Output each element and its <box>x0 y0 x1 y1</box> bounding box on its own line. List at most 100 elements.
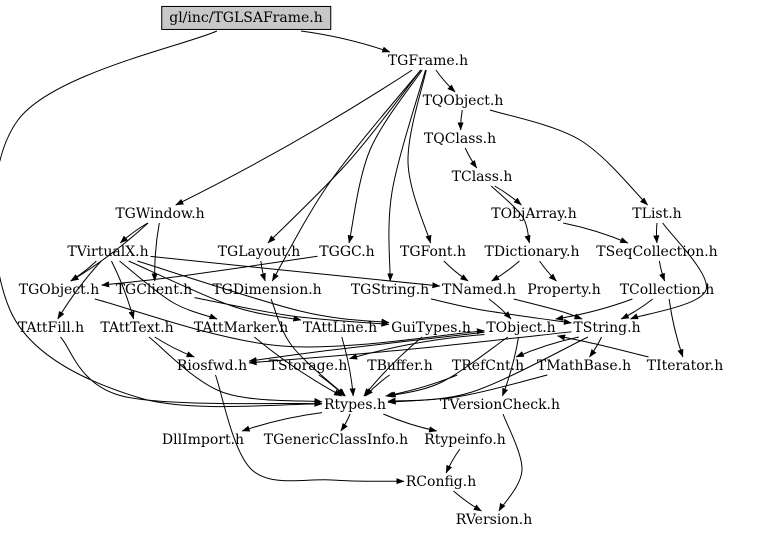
dependency-edge-tgwindow-tgclient <box>151 222 160 282</box>
node-rversion[interactable]: RVersion.h <box>455 511 533 528</box>
dependency-edge-tstring-riosfwd <box>248 331 572 366</box>
dependency-edge-trefcnt-rtypes <box>385 374 458 398</box>
node-tattline[interactable]: TAttLine.h <box>302 319 378 336</box>
dependency-edge-tggc-tgobject <box>101 255 318 288</box>
node-property[interactable]: Property.h <box>527 281 601 298</box>
dependency-edge-tobject-tstorage <box>349 334 485 360</box>
dependency-edge-tdictionary-property <box>539 260 557 282</box>
node-tversioncheck[interactable]: TVersionCheck.h <box>439 396 561 413</box>
dependency-edge-tmathbase-rtypes <box>387 374 548 405</box>
dependency-edge-tattfill-rtypes <box>60 336 323 407</box>
node-guitypes[interactable]: GuiTypes.h <box>391 319 471 336</box>
node-tgenericclassinfo[interactable]: TGenericClassInfo.h <box>263 431 409 448</box>
node-tvirtualx[interactable]: TVirtualX.h <box>67 243 149 260</box>
dependency-edge-tgstring-tstring <box>430 298 572 325</box>
dependency-edge-tlist-tseqcollection <box>653 222 660 244</box>
dependency-edge-tgframe-tggc <box>347 69 423 244</box>
dependency-edge-rtypes-rtypeinfo <box>383 413 438 433</box>
dependency-edge-rconfig-rversion <box>453 490 482 512</box>
dependency-edge-tatttext-riosfwd <box>154 336 195 358</box>
node-tbuffer[interactable]: TBuffer.h <box>367 357 433 374</box>
dependency-edge-tclass-tdictionary <box>490 185 531 244</box>
dependency-edge-tobjarray-tseqcollection <box>563 222 629 244</box>
node-rconfig[interactable]: RConfig.h <box>405 473 477 490</box>
node-tggc[interactable]: TGGC.h <box>319 243 375 260</box>
dependency-edge-tqobject-tlist <box>489 109 648 206</box>
node-tgclient[interactable]: TGClient.h <box>115 281 193 298</box>
dependency-edge-tgframe-tgwindow <box>175 69 413 206</box>
node-tattmarker[interactable]: TAttMarker.h <box>193 319 289 336</box>
node-tglsaframe: gl/inc/TGLSAFrame.h <box>161 5 331 31</box>
dependency-edge-titerator-tobject <box>557 334 649 358</box>
node-tnamed[interactable]: TNamed.h <box>442 281 516 298</box>
node-tatttext[interactable]: TAttText.h <box>100 319 174 336</box>
node-dllimport[interactable]: DllImport.h <box>161 431 245 448</box>
dependency-edge-tvirtualx-tattmarker <box>119 260 218 320</box>
dependency-edge-tclass-tobjarray <box>494 185 522 206</box>
dependency-edge-tvirtualx-tattfill <box>57 260 102 320</box>
dependency-edge-tgframe-tglayout <box>267 69 422 244</box>
dependency-edge-tgwindow-tvirtualx <box>119 222 148 244</box>
node-tgstring[interactable]: TGString.h <box>350 281 430 298</box>
dependency-edge-tdictionary-tnamed <box>491 260 520 282</box>
node-tcollection[interactable]: TCollection.h <box>619 281 715 298</box>
dependency-edge-tgframe-tgfont <box>407 69 432 244</box>
dependency-edge-tattmarker-rtypes <box>254 336 343 397</box>
dependency-edge-tnamed-tobject <box>488 298 512 320</box>
dependency-edge-rtypes-dllimport <box>241 412 323 432</box>
dependency-edge-tatttext-rtypes <box>148 336 323 405</box>
dependency-edge-tlist-tstring <box>630 222 707 320</box>
node-tqobject[interactable]: TQObject.h <box>422 92 504 109</box>
dependency-edge-tobject-rtypes <box>387 336 509 398</box>
node-rtypeinfo[interactable]: Rtypeinfo.h <box>424 431 506 448</box>
node-tglayout[interactable]: TGLayout.h <box>217 243 301 260</box>
dependency-edge-tcollection-tstring <box>620 298 654 320</box>
dependency-edge-rtypes-tgenericclassinfo <box>340 413 351 432</box>
node-tgframe[interactable]: TGFrame.h <box>387 52 469 69</box>
node-tgobject[interactable]: TGObject.h <box>18 281 100 298</box>
dependency-edge-tgobject-tobject <box>94 298 485 348</box>
dependency-edge-tgframe-tqobject <box>435 69 456 93</box>
node-tobjarray[interactable]: TObjArray.h <box>491 205 577 222</box>
dependency-edge-tqclass-tclass <box>464 147 478 169</box>
dependency-edge-tgframe-tgstring <box>387 69 427 282</box>
node-tgfont[interactable]: TGFont.h <box>399 243 467 260</box>
dependency-edge-tglsaframe-rtypes <box>0 30 323 408</box>
node-tgwindow[interactable]: TGWindow.h <box>115 205 205 222</box>
node-trefcnt[interactable]: TRefCnt.h <box>451 357 525 374</box>
dependency-edge-tgfont-tnamed <box>443 260 469 282</box>
node-riosfwd[interactable]: Riosfwd.h <box>176 357 248 374</box>
dependency-edge-tglsaframe-tgframe <box>300 30 391 53</box>
node-tlist[interactable]: TList.h <box>632 205 682 222</box>
node-tclass[interactable]: TClass.h <box>451 168 513 185</box>
dependency-edge-tgclient-guitypes <box>194 297 390 327</box>
node-tmathbase[interactable]: TMathBase.h <box>536 357 632 374</box>
dependency-edge-tqobject-tqclass <box>457 109 464 131</box>
node-tstring[interactable]: TString.h <box>573 319 641 336</box>
dependency-edge-tobject-riosfwd <box>248 331 485 364</box>
dependency-edge-tversioncheck-rversion <box>498 413 523 512</box>
node-tdictionary[interactable]: TDictionary.h <box>484 243 580 260</box>
dependency-edge-rtypeinfo-rconfig <box>445 448 461 474</box>
dependency-edge-tvirtualx-tatttext <box>110 260 135 320</box>
node-titerator[interactable]: TIterator.h <box>646 357 724 374</box>
node-tattfill[interactable]: TAttFill.h <box>17 319 85 336</box>
node-tseqcollection[interactable]: TSeqCollection.h <box>596 243 718 260</box>
dependency-edge-tstring-trefcnt <box>515 336 579 358</box>
dependency-edge-tstring-tmathbase <box>589 336 603 358</box>
node-rtypes[interactable]: Rtypes.h <box>324 396 386 413</box>
dependency-edge-tnamed-tstring <box>513 298 583 320</box>
node-tqclass[interactable]: TQClass.h <box>423 130 497 147</box>
dependency-edge-tbuffer-rtypes <box>365 374 390 397</box>
dependency-edge-tgframe-tgdimension <box>271 69 422 282</box>
dependency-edge-tobject-tversioncheck <box>501 336 520 397</box>
node-tstorage[interactable]: TStorage.h <box>268 357 348 374</box>
dependency-edge-tattline-rtypes <box>341 336 356 397</box>
node-tobject[interactable]: TObject.h <box>486 319 556 336</box>
dependency-edge-riosfwd-rconfig <box>214 374 405 485</box>
dependency-edge-tcollection-titerator <box>668 298 684 358</box>
node-tgdimension[interactable]: TGDimension.h <box>212 281 322 298</box>
